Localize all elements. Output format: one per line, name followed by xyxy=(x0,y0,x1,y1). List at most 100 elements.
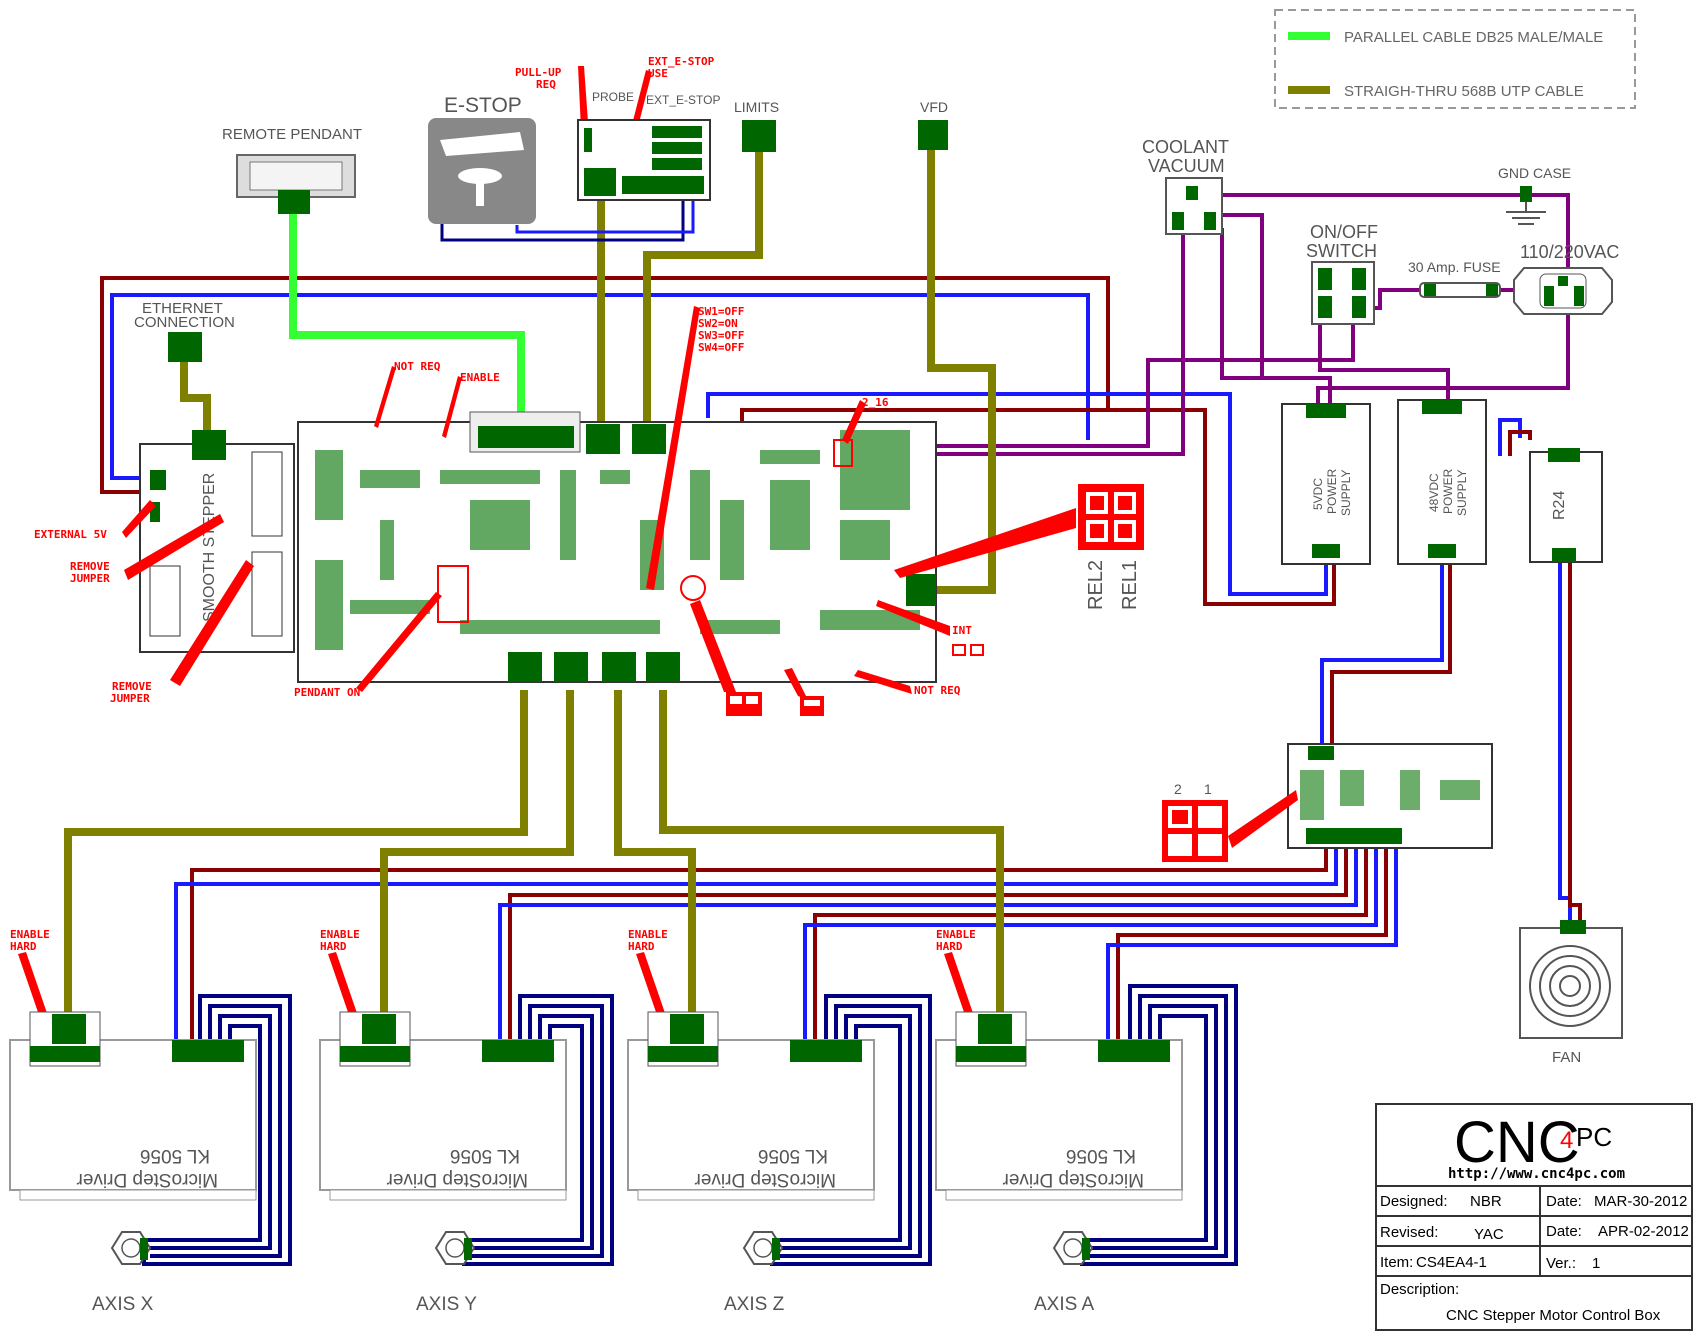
limits-label: LIMITS xyxy=(734,99,779,115)
driver-model-label: KL 5056 xyxy=(1066,1145,1136,1166)
axis-label-2: AXIS Y xyxy=(416,1294,477,1315)
enable-hard-note-line2: HARD xyxy=(628,940,655,953)
driver-name-label: MicroStep Driver xyxy=(76,1169,218,1190)
stepper-motor-3: AXIS Z xyxy=(724,1231,785,1315)
r24-regulator: R24 xyxy=(1529,448,1603,563)
axis-label-1: AXIS X xyxy=(92,1294,154,1315)
date2-label: Date: xyxy=(1546,1223,1582,1240)
ver-label: Ver.: xyxy=(1546,1255,1576,1272)
not-req-note-2: NOT REQ xyxy=(914,684,961,697)
psu-5v-line1: 5VDC xyxy=(1311,478,1325,510)
probe-estop-board: PULL-UP REQ EXT_E-STOP USE PROBE EXT_E-S… xyxy=(515,55,720,201)
item-value: CS4EA4-1 xyxy=(1416,1254,1487,1271)
pendant-on-note: PENDANT ON xyxy=(294,686,360,699)
limits-connector: LIMITS xyxy=(734,99,779,152)
sw-note-4: SW4=OFF xyxy=(698,341,744,354)
int-note: INT xyxy=(952,624,972,637)
ver-value: 1 xyxy=(1592,1255,1600,1272)
logo-pc: PC xyxy=(1576,1122,1612,1152)
external-5v-note: EXTERNAL 5V xyxy=(34,528,107,541)
psu-5v-line2: POWER xyxy=(1325,468,1339,514)
rel2-label: REL2 xyxy=(1085,560,1107,610)
stepper-motor-4: AXIS A xyxy=(1034,1231,1095,1315)
switch-label: SWITCH xyxy=(1306,241,1377,261)
parallel-cable xyxy=(289,210,525,430)
ext-estop-note-2: USE xyxy=(648,67,668,80)
driver-name-label: MicroStep Driver xyxy=(386,1169,528,1190)
ac-wires xyxy=(926,193,1570,456)
date1-value: MAR-30-2012 xyxy=(1594,1193,1687,1210)
coolant-vacuum-outlet: COOLANT VACUUM xyxy=(1142,137,1229,235)
enable-hard-note-line2: HARD xyxy=(10,940,37,953)
revised-label: Revised: xyxy=(1380,1224,1438,1241)
ac-inlet: 110/220VAC xyxy=(1513,242,1619,315)
utp-cables xyxy=(64,138,1004,1020)
psu-48v-line1: 48VDC xyxy=(1427,473,1441,512)
main-breakout-board xyxy=(297,411,937,683)
item-label: Item: xyxy=(1380,1254,1413,1271)
title-block: CNC 4 PC http://www.cnc4pc.com Designed:… xyxy=(1375,1103,1693,1331)
smooth-stepper: SMOOTH STEPPER EXTERNAL 5V REMOVE JUMPER… xyxy=(34,430,295,705)
vfd-label: VFD xyxy=(920,99,948,115)
title-url: http://www.cnc4pc.com xyxy=(1448,1166,1625,1182)
ext-estop-note-1: EXT_E-STOP xyxy=(648,55,715,68)
date2-value: APR-02-2012 xyxy=(1598,1223,1689,1240)
legend-label-utp: STRAIGH-THRU 568B UTP CABLE xyxy=(1344,83,1584,100)
enable-note: ENABLE xyxy=(460,371,500,384)
enable-hard-note-line1: ENABLE xyxy=(936,928,976,941)
ethernet-connection: ETHERNET CONNECTION xyxy=(134,300,235,362)
sw-note-1: SW1=OFF xyxy=(698,305,744,318)
sw-note-2: SW2=ON xyxy=(698,317,738,330)
estop-label: E-STOP xyxy=(444,94,522,117)
pullup-note-1: PULL-UP xyxy=(515,66,562,79)
remove-jumper-1-line2: JUMPER xyxy=(70,572,110,585)
enable-hard-note-line1: ENABLE xyxy=(10,928,50,941)
remote-pendant-label: REMOTE PENDANT xyxy=(222,126,362,143)
ethernet-label: ETHERNET xyxy=(142,300,223,317)
ext-estop-label: EXT_E-STOP xyxy=(646,93,720,107)
ground-case: GND CASE xyxy=(1498,165,1571,225)
driver-name-label: MicroStep Driver xyxy=(694,1169,836,1190)
gnd-case-label: GND CASE xyxy=(1498,165,1571,181)
enable-hard-note-line2: HARD xyxy=(320,940,347,953)
two-16-note: 2_16 xyxy=(862,396,889,409)
axis-label-4: AXIS A xyxy=(1034,1294,1095,1315)
fan-label: FAN xyxy=(1552,1049,1581,1066)
description-value: CNC Stepper Motor Control Box xyxy=(1446,1307,1661,1324)
stepper-motor-1: AXIS X xyxy=(92,1231,154,1315)
remove-jumper-2-line2: JUMPER xyxy=(110,692,150,705)
relay-num-2: 2 xyxy=(1174,781,1182,797)
driver-name-label: MicroStep Driver xyxy=(1002,1169,1144,1190)
designed-label: Designed: xyxy=(1380,1193,1448,1210)
psu-5v-line3: SUPPLY xyxy=(1339,470,1353,516)
legend: PARALLEL CABLE DB25 MALE/MALE STRAIGH-TH… xyxy=(1274,9,1636,109)
relay-board: 2 1 xyxy=(1162,743,1493,862)
legend-label-parallel: PARALLEL CABLE DB25 MALE/MALE xyxy=(1344,29,1603,46)
not-req-note-1: NOT REQ xyxy=(394,360,441,373)
logo-cnc: CNC xyxy=(1454,1110,1580,1175)
axis-label-3: AXIS Z xyxy=(724,1294,785,1315)
board-annotations: NOT REQ ENABLE SW1=OFF SW2=ON SW3=OFF SW… xyxy=(294,305,984,716)
driver-model-label: KL 5056 xyxy=(450,1145,520,1166)
date1-label: Date: xyxy=(1546,1193,1582,1210)
coolant-label: COOLANT xyxy=(1142,137,1229,157)
psu-5vdc: 5VDC POWER SUPPLY xyxy=(1281,403,1371,565)
relay-callout: REL2 REL1 xyxy=(894,484,1144,610)
description-label: Description: xyxy=(1380,1281,1459,1298)
driver-model-label: KL 5056 xyxy=(758,1145,828,1166)
connection-label: CONNECTION xyxy=(134,314,235,331)
enable-hard-note-line2: HARD xyxy=(936,940,963,953)
rel1-label: REL1 xyxy=(1119,560,1141,610)
revised-value: YAC xyxy=(1474,1226,1504,1243)
fan: FAN xyxy=(1519,920,1623,1066)
designed-value: NBR xyxy=(1470,1193,1502,1210)
pullup-note-2: REQ xyxy=(536,78,556,91)
onoff-switch: ON/OFF SWITCH xyxy=(1306,222,1378,325)
onoff-label: ON/OFF xyxy=(1310,222,1378,242)
remote-pendant: REMOTE PENDANT xyxy=(222,126,362,214)
